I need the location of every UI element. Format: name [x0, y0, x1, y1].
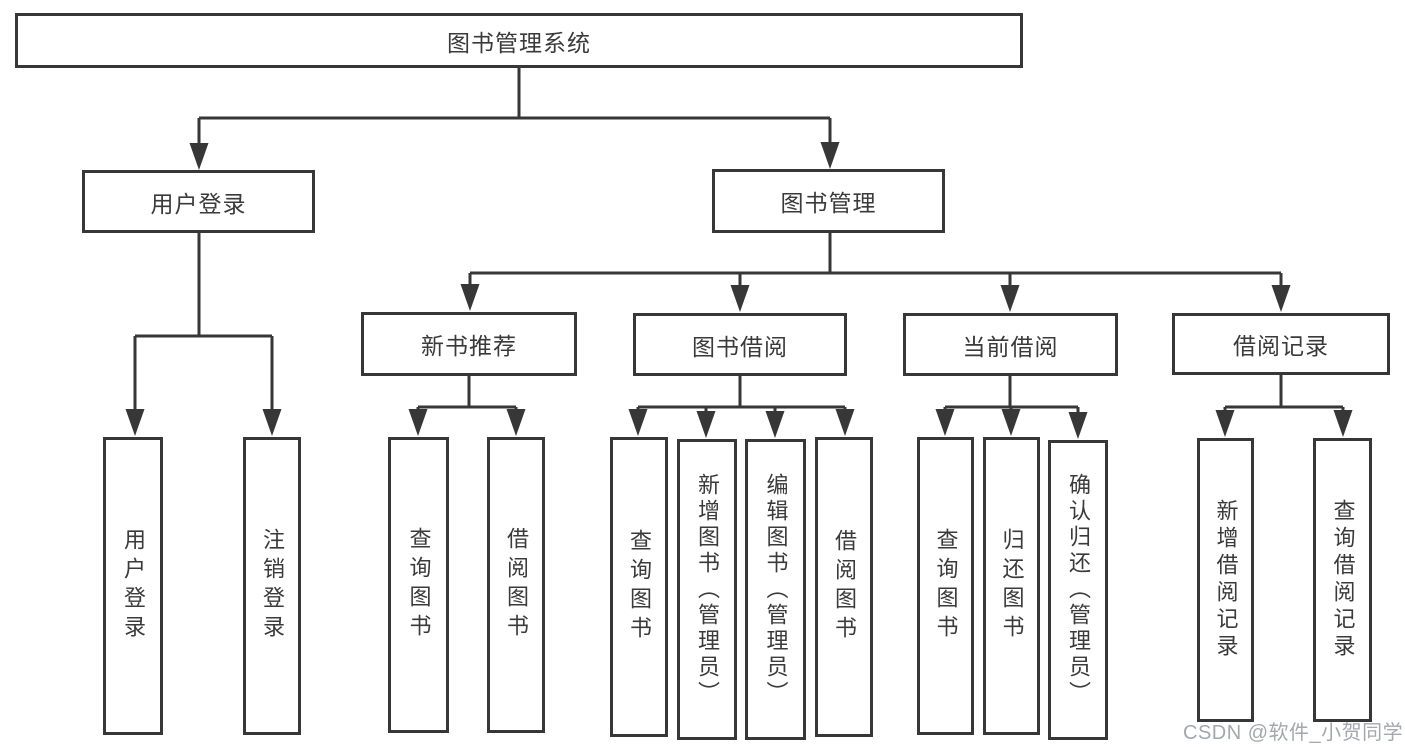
leaf-add-book-admin: 新增图书（管理员）: [677, 439, 737, 740]
leaf-logout: 注销登录: [243, 437, 301, 735]
node-book-management: 图书管理: [712, 169, 945, 233]
leaf-label: 新增借阅记录: [1213, 499, 1239, 661]
leaf-edit-book-admin: 编辑图书（管理员）: [745, 439, 806, 740]
node-new-book-recommend: 新书推荐: [361, 312, 577, 376]
arrowhead-down-icon: [262, 409, 282, 436]
arrowhead-down-icon: [820, 142, 840, 169]
arrowhead-down-icon: [125, 409, 145, 436]
node-label: 图书管理系统: [447, 29, 591, 56]
arrowhead-down-icon: [628, 409, 648, 436]
node-label: 图书管理: [780, 190, 877, 216]
node-label: 借阅记录: [1233, 333, 1329, 359]
leaf-label: 查询借阅记录: [1330, 499, 1356, 661]
leaf-label: 查询图书: [627, 529, 652, 645]
arrowhead-down-icon: [835, 409, 855, 436]
leaf-return-books: 归还图书: [983, 437, 1040, 735]
arrowhead-down-icon: [408, 409, 428, 436]
leaf-label: 用户登录: [121, 528, 146, 644]
leaf-confirm-return-admin: 确认归还（管理员）: [1048, 440, 1108, 740]
node-book-borrow: 图书借阅: [633, 313, 847, 376]
leaf-query-books-borrow: 查询图书: [610, 437, 668, 737]
leaf-label: 查询图书: [406, 527, 432, 643]
leaf-add-borrow-record: 新增借阅记录: [1197, 438, 1254, 722]
arrowhead-down-icon: [1215, 410, 1235, 437]
node-label: 用户登录: [150, 190, 247, 217]
arrowhead-down-icon: [189, 143, 209, 170]
arrowhead-down-icon: [1068, 412, 1088, 439]
leaf-label: 借阅图书: [832, 529, 857, 645]
arrowhead-down-icon: [1271, 285, 1291, 312]
node-user-login: 用户登录: [82, 170, 315, 233]
node-label: 当前借阅: [962, 333, 1059, 360]
node-label: 新书推荐: [421, 333, 517, 359]
arrowhead-down-icon: [696, 411, 716, 438]
arrowhead-down-icon: [935, 409, 955, 436]
arrowhead-down-icon: [1333, 410, 1353, 437]
node-current-borrow: 当前借阅: [903, 313, 1118, 376]
arrowhead-down-icon: [1000, 285, 1020, 312]
leaf-label: 查询图书: [933, 528, 959, 644]
arrowhead-down-icon: [1001, 409, 1021, 436]
leaf-borrow-books-recommend: 借阅图书: [487, 437, 545, 733]
leaf-label: 借阅图书: [504, 527, 529, 643]
leaf-borrow-books: 借阅图书: [815, 437, 873, 737]
node-root: 图书管理系统: [15, 13, 1023, 68]
arrowhead-down-icon: [765, 411, 785, 438]
leaf-query-books-recommend: 查询图书: [388, 437, 449, 733]
leaf-label: 归还图书: [999, 528, 1025, 644]
arrowhead-down-icon: [730, 285, 750, 312]
leaf-query-books-current: 查询图书: [917, 437, 974, 735]
node-label: 图书借阅: [692, 333, 788, 360]
node-borrow-records: 借阅记录: [1172, 313, 1390, 375]
arrowhead-down-icon: [506, 409, 526, 436]
leaf-user-login: 用户登录: [103, 437, 163, 735]
leaf-label: 注销登录: [260, 528, 285, 644]
leaf-query-borrow-record: 查询借阅记录: [1313, 438, 1372, 722]
leaf-label: 编辑图书（管理员）: [763, 472, 789, 707]
arrowhead-down-icon: [460, 284, 480, 311]
csdn-watermark: CSDN @软件_小贺同学: [1183, 722, 1404, 744]
leaf-label: 新增图书（管理员）: [695, 472, 720, 707]
leaf-label: 确认归还（管理员）: [1066, 473, 1091, 707]
